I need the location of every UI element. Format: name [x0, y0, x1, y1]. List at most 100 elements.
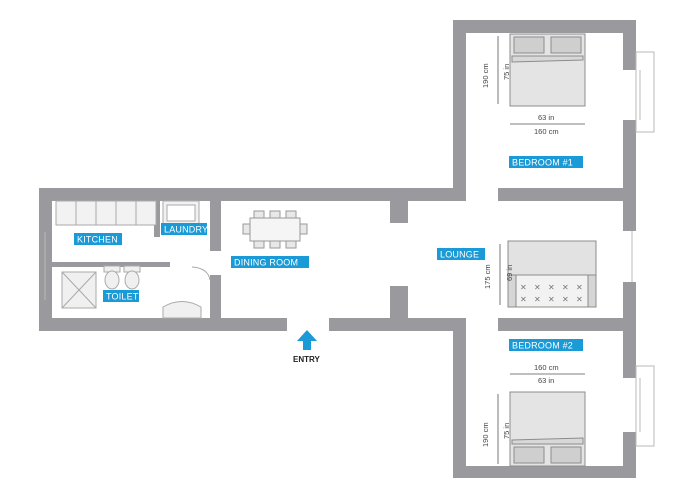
chair: [242, 223, 251, 235]
label-background: [437, 248, 485, 260]
bidet-bowl: [124, 270, 140, 290]
chair: [285, 210, 297, 219]
wall: [453, 20, 636, 33]
chair: [299, 223, 308, 235]
tuft: ✕: [576, 295, 583, 304]
wall: [210, 275, 221, 318]
sofa-seat: [507, 274, 597, 308]
dimension-label: 69 in: [505, 265, 514, 281]
sofa-arm: [507, 274, 517, 308]
tuft: ✕: [534, 295, 541, 304]
tuft: ✕: [562, 295, 569, 304]
windows: [44, 51, 655, 447]
dimension-label: 190 cm: [481, 63, 490, 88]
pillow: [550, 446, 582, 464]
bed-1: [509, 33, 586, 107]
chair: [269, 240, 281, 249]
dimension-label: 75 in: [502, 64, 511, 80]
sink: [162, 301, 202, 319]
room-label-text: BEDROOM #2: [512, 341, 573, 351]
label-background: [509, 156, 583, 168]
wall: [453, 20, 466, 196]
walls: [39, 20, 636, 478]
wall: [390, 286, 408, 318]
room-label-text: KITCHEN: [77, 235, 118, 245]
label-background: [161, 223, 207, 235]
chair: [285, 240, 297, 249]
label-background: [74, 233, 122, 245]
room-label-lounge: LOUNGE: [437, 248, 485, 260]
wall: [453, 466, 636, 478]
wall: [210, 201, 221, 251]
bed-2-length-dimension: 190 cm 75 in: [481, 422, 511, 447]
tuft: ✕: [534, 283, 541, 292]
sofa-length-dimension: 175 cm 69 in: [483, 264, 514, 289]
room-label-text: DINING ROOM: [234, 258, 298, 268]
dimension-label: 75 in: [502, 423, 511, 439]
wall: [39, 188, 466, 201]
sofa: [507, 240, 597, 308]
tuft: ✕: [548, 295, 555, 304]
room-label-bedroom-2: BEDROOM #2: [509, 339, 583, 351]
tuft: ✕: [562, 283, 569, 292]
laundry-machine-door: [166, 204, 196, 222]
pillow: [513, 36, 545, 54]
sofa-back: [507, 240, 597, 276]
entry-label: ENTRY: [293, 355, 320, 364]
shower-diagonal: [61, 271, 97, 309]
dining-table: [242, 210, 308, 249]
window: [635, 51, 655, 133]
room-label-text: TOILET: [106, 292, 139, 302]
room-label-laundry: LAUNDRY: [161, 223, 208, 235]
room-label-bedroom-1: BEDROOM #1: [509, 156, 583, 168]
table-top: [249, 217, 301, 242]
duvet-fold: [511, 55, 584, 63]
wall: [39, 318, 287, 331]
wall: [390, 201, 408, 223]
room-label-toilet: TOILET: [103, 290, 139, 302]
chair: [253, 240, 265, 249]
room-label-text: BEDROOM #1: [512, 158, 573, 168]
wall: [453, 318, 466, 478]
tuft: ✕: [520, 295, 527, 304]
bed-2: [509, 391, 586, 467]
chair: [253, 210, 265, 219]
dimension-label: 175 cm: [483, 264, 492, 289]
window: [635, 365, 655, 447]
dimension-label: 160 cm: [534, 127, 559, 136]
pillow: [513, 446, 545, 464]
pillow: [550, 36, 582, 54]
wall: [623, 20, 636, 70]
wall: [623, 282, 636, 325]
room-label-dining-room: DINING ROOM: [231, 256, 309, 268]
sofa-tufts: ✕ ✕ ✕ ✕ ✕ ✕ ✕ ✕ ✕ ✕: [520, 283, 583, 304]
wall: [623, 318, 636, 378]
wall: [498, 318, 636, 331]
wall: [623, 201, 636, 231]
room-label-text: LOUNGE: [440, 250, 479, 260]
dimension-label: 190 cm: [481, 422, 490, 447]
dimension-label: 63 in: [538, 113, 554, 122]
bed-1-length-dimension: 190 cm 75 in: [481, 63, 511, 88]
dimension-label: 63 in: [538, 376, 554, 385]
entry-arrow-icon: [297, 330, 317, 350]
tuft: ✕: [548, 283, 555, 292]
toilet-fixtures: [61, 265, 211, 319]
tuft: ✕: [520, 283, 527, 292]
room-label-kitchen: KITCHEN: [74, 233, 122, 245]
entry-marker: ENTRY: [293, 330, 320, 364]
wall: [154, 201, 160, 237]
duvet-fold: [511, 437, 584, 445]
door-swing: [191, 266, 211, 281]
kitchen-counter: [55, 200, 200, 226]
dimension-label: 160 cm: [534, 363, 559, 372]
counter-segment: [55, 200, 157, 226]
dimension-lines: [497, 36, 585, 464]
room-label-text: LAUNDRY: [164, 225, 208, 235]
sofa-arm: [587, 274, 597, 308]
chair: [269, 210, 281, 219]
wall: [52, 262, 170, 267]
tuft: ✕: [576, 283, 583, 292]
wall: [498, 188, 636, 201]
